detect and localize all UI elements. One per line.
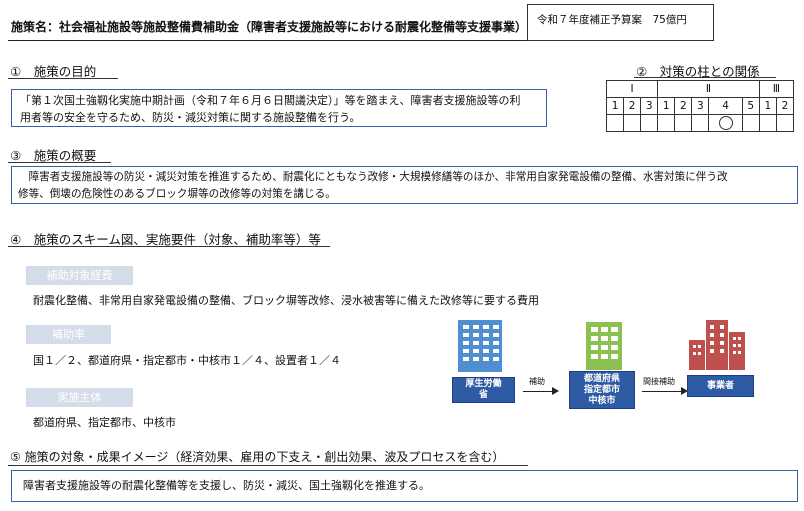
pillar-mark-cell (674, 114, 693, 132)
pillars-table: Ⅰ Ⅱ Ⅲ 1 2 3 1 2 3 4 5 1 2 (605, 80, 795, 132)
prefecture-label-2: 指定都市 (583, 384, 620, 395)
prefecture-building-icon (586, 322, 622, 370)
pillar-mark-cell (657, 114, 676, 132)
page-title: 施策名：社会福祉施設等施設整備費補助金（障害者支援施設等における耐震化整備等支援… (11, 20, 528, 34)
outcome-underline (8, 465, 528, 466)
subsidy-rate-text: 国１／２、都道府県・指定都市・中核市１／４、設置者１／４ (33, 354, 341, 367)
pillar-group-3: Ⅲ (758, 80, 795, 98)
pillars-heading: ② 対策の柱との関係 (636, 64, 760, 79)
pillar-mark-cell (605, 114, 625, 132)
pillar-num: 2 (623, 97, 642, 115)
ministry-label-2: 省 (478, 390, 488, 400)
pillar-mark-cell (775, 114, 795, 132)
ministry-label-1: 厚生労働 (465, 379, 502, 389)
pillar-mark-cell (758, 114, 777, 132)
purpose-line-2: 用者等の安全を守るため、防災・減災対策に関する施設整備を行う。 (20, 111, 361, 124)
eligible-cost-text: 耐震化整備、非常用自家発電設備の整備、ブロック塀等改修、浸水被害等に備えた改修等… (33, 294, 539, 307)
pillar-mark-cell (708, 114, 743, 132)
purpose-line-1: 「第１次国土強靱化実施中期計画（令和７年６月６日閣議決定）」等を踏まえ、障害者支… (20, 94, 521, 107)
ministry-node: 厚生労働 省 (452, 377, 515, 403)
subsidy-arrow-icon (552, 387, 559, 395)
budget-box: 令和７年度補正予算案 75億円 (527, 4, 714, 41)
pillar-mark-cell (691, 114, 710, 132)
pillar-num: 3 (691, 97, 710, 115)
implementer-text: 都道府県、指定都市、中核市 (33, 416, 176, 429)
eligible-cost-tag: 補助対象経費 (26, 266, 133, 285)
pillars-mark-row (605, 114, 795, 132)
outcome-text: 障害者支援施設等の耐震化整備等を支援し、防災・減災、国土強靱化を推進する。 (23, 479, 430, 492)
indirect-subsidy-arrow-icon (681, 387, 688, 395)
scheme-heading: ④ 施策のスキーム図、実施要件（対象、補助率等）等 (10, 232, 321, 247)
subsidy-rate-tag: 補助率 (26, 325, 111, 344)
outcome-box: 障害者支援施設等の耐震化整備等を支援し、防災・減災、国土強靱化を推進する。 (11, 470, 798, 502)
pillar-num: 1 (605, 97, 625, 115)
overview-underline (8, 162, 111, 163)
prefecture-label-1: 都道府県 (583, 373, 620, 384)
pillar-mark-cell (640, 114, 659, 132)
implementer-tag: 実施主体 (26, 388, 133, 407)
title-underline (8, 40, 527, 41)
business-node: 事業者 (687, 375, 754, 397)
pillar-num: 2 (775, 97, 795, 115)
overview-line-1: 障害者支援施設等の防災・減災対策を推進するため、耐震化にともなう改修・大規模修繕… (18, 171, 728, 183)
subsidy-arrow-label: 補助 (529, 377, 545, 386)
pillars-underline (634, 77, 776, 78)
indirect-subsidy-arrow-label: 間接補助 (643, 377, 675, 386)
pillars-number-row: 1 2 3 1 2 3 4 5 1 2 (605, 97, 795, 115)
overview-heading: ③ 施策の概要 (10, 148, 97, 163)
subsidy-arrow-line (523, 391, 553, 392)
prefecture-node: 都道府県 指定都市 中核市 (569, 371, 635, 409)
pillar-num: 1 (657, 97, 676, 115)
purpose-heading: ① 施策の目的 (10, 64, 97, 79)
business-building-icon (689, 320, 745, 370)
business-label: 事業者 (706, 380, 734, 391)
outcome-heading: ⑤ 施策の対象・成果イメージ（経済効果、雇用の下支え・創出効果、波及プロセスを含… (10, 450, 505, 464)
prefecture-label-3: 中核市 (588, 395, 616, 406)
pillar-num: 4 (708, 97, 743, 115)
overview-line-2: 修等、倒壊の危険性のあるブロック塀等の改修等の対策を講じる。 (18, 188, 336, 200)
pillar-num: 1 (758, 97, 777, 115)
purpose-underline (8, 78, 118, 79)
pillar-mark-cell (741, 114, 760, 132)
indirect-subsidy-arrow-line (642, 391, 682, 392)
pillar-group-2: Ⅱ (657, 80, 760, 98)
ministry-building-icon (458, 320, 502, 372)
pillar-num: 3 (640, 97, 659, 115)
scheme-underline (8, 246, 330, 247)
pillar-num: 5 (741, 97, 760, 115)
overview-box: 障害者支援施設等の防災・減災対策を推進するため、耐震化にともなう改修・大規模修繕… (11, 166, 798, 204)
purpose-box: 「第１次国土強靱化実施中期計画（令和７年６月６日閣議決定）」等を踏まえ、障害者支… (11, 89, 547, 127)
pillar-group-1: Ⅰ (605, 80, 659, 98)
pillar-mark-circle-icon (718, 116, 733, 130)
pillar-num: 2 (674, 97, 693, 115)
pillars-group-row: Ⅰ Ⅱ Ⅲ (605, 80, 795, 98)
pillar-mark-cell (623, 114, 642, 132)
